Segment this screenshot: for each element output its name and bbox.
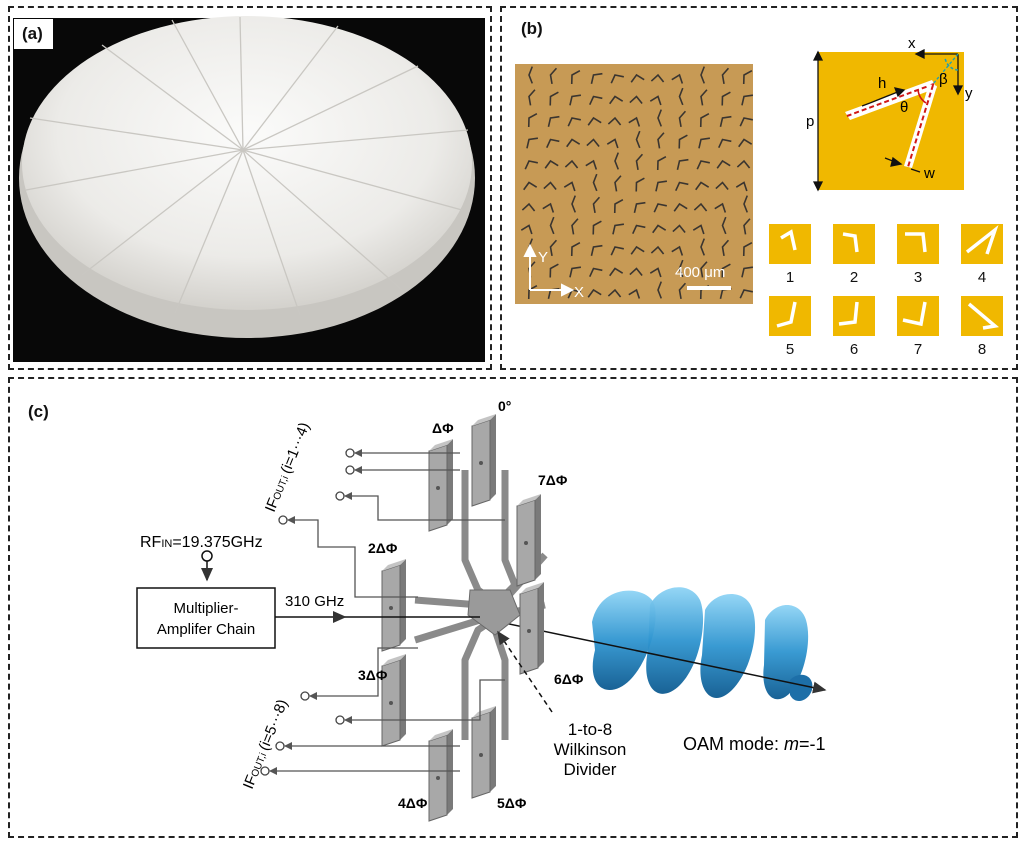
element-number: 6 — [849, 341, 859, 358]
panel-c — [8, 377, 1018, 838]
element-number: 2 — [849, 269, 859, 286]
element-number: 5 — [785, 341, 795, 358]
panel-b-label: (b) — [521, 19, 543, 38]
panel-a-photo — [13, 18, 485, 362]
element-number: 4 — [977, 269, 987, 286]
panel-c-label: (c) — [28, 402, 49, 421]
element-number: 7 — [913, 341, 923, 358]
panel-a — [8, 6, 492, 370]
panel-b — [500, 6, 1018, 370]
element-number: 3 — [913, 269, 923, 286]
panel-a-label: (a) — [14, 19, 53, 49]
element-number: 8 — [977, 341, 987, 358]
element-number: 1 — [785, 269, 795, 286]
